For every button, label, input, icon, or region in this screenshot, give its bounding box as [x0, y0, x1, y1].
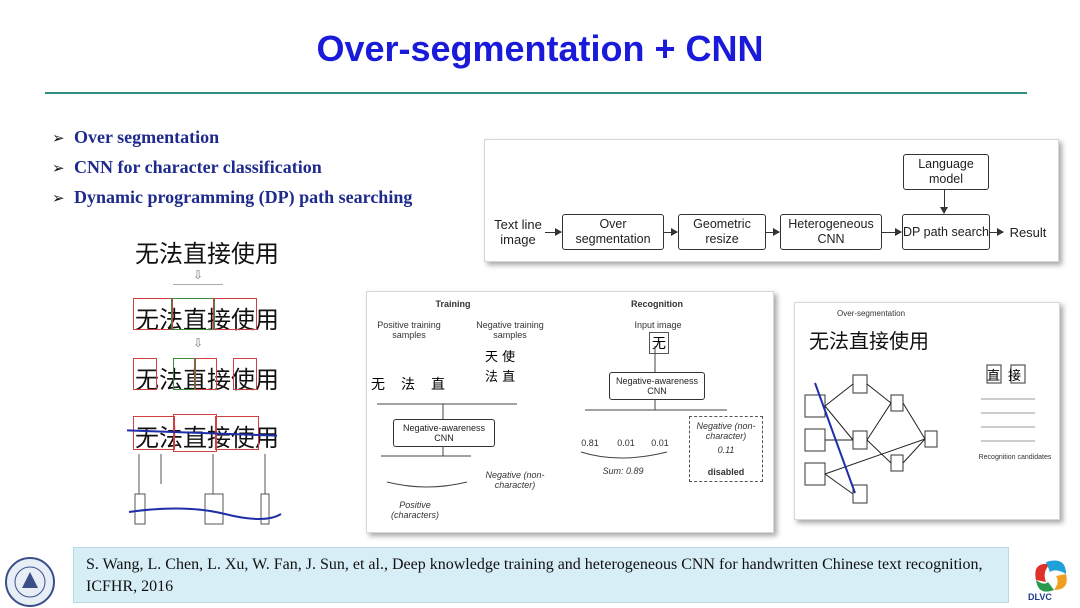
prob-value: 0.81	[581, 438, 599, 448]
divider	[173, 284, 223, 285]
segmentation-lattice	[128, 454, 282, 525]
bullet-text: Dynamic programming (DP) path searching	[74, 187, 413, 207]
candidates-label: Recognition candidates	[978, 454, 1052, 461]
cnn-box-right: Negative-awareness CNN	[609, 372, 705, 400]
flow-arrow	[881, 226, 902, 238]
down-arrow-icon: ⇩	[193, 336, 204, 350]
input-char: 无	[649, 332, 669, 354]
negative-samples-label: Negative training samples	[476, 320, 544, 340]
negative-disabled-box: Negative (non-character) 0.11 disabled	[689, 416, 763, 482]
input-image-label: Input image	[634, 320, 682, 330]
boxed-line: 无法直接使用	[133, 298, 279, 334]
language-model-box: Language model	[903, 154, 989, 190]
bullet-text: CNN for character classification	[74, 157, 322, 177]
over-segmentation-figure: Over-segmentation 无法直接使用	[794, 302, 1060, 520]
flow-arrow	[765, 226, 780, 238]
handwritten-line: 无法直接使用	[135, 240, 279, 268]
training-heading: Training	[435, 299, 471, 309]
cnn-box-left: Negative-awareness CNN	[393, 419, 495, 447]
down-arrow-icon: ⇩	[193, 268, 204, 282]
conference-logo: DLVC	[1028, 560, 1067, 600]
arrow-bullet-icon: ➢	[52, 131, 65, 147]
citation-text: S. Wang, L. Chen, L. Xu, W. Fan, J. Sun,…	[86, 556, 983, 595]
positive-sample-chars: 无法直	[371, 377, 461, 393]
recognition-heading: Recognition	[631, 299, 683, 309]
negative-prob: 0.11	[717, 445, 735, 455]
dp-path-search-box: DP path search	[902, 214, 990, 250]
disabled-label: disabled	[707, 467, 745, 477]
pipeline-flowchart: Text line image Over segmentation Geomet…	[484, 139, 1059, 262]
bullet-item: ➢ Dynamic programming (DP) path searching	[52, 184, 412, 214]
negative-sample-chars: 天 使法 直	[485, 350, 516, 385]
bullet-list: ➢ Over segmentation ➢ CNN for character cl…	[52, 124, 412, 214]
sum-label: Sum: 0.89	[602, 466, 644, 476]
over-segmentation-box: Over segmentation	[562, 214, 664, 250]
arrow-bullet-icon: ➢	[52, 161, 65, 177]
candidate-chars: 直接	[987, 369, 1030, 384]
handwritten-line: 无法直接使用	[135, 424, 279, 452]
title-divider	[45, 92, 1027, 94]
prob-value: 0.01	[617, 438, 635, 448]
positive-samples-label: Positive training samples	[377, 320, 441, 340]
citation-box: S. Wang, L. Chen, L. Xu, W. Fan, J. Sun,…	[73, 547, 1009, 603]
bullet-item: ➢ CNN for character classification	[52, 154, 412, 184]
segmentation-illustration: 无法直接使用 ⇩ 无法直接使用 ⇩ 无法直接使用 无法直接使用	[125, 228, 285, 533]
overseg-title: Over-segmentation	[836, 309, 906, 318]
flow-arrow	[663, 226, 678, 238]
svg-text:DLVC: DLVC	[1028, 592, 1052, 600]
path-lattice	[804, 364, 1035, 504]
result-label: Result	[1009, 225, 1047, 240]
arrow-bullet-icon: ➢	[52, 191, 65, 207]
bullet-item: ➢ Over segmentation	[52, 124, 412, 154]
flow-arrow	[989, 226, 1004, 238]
geometric-resize-box: Geometric resize	[678, 214, 766, 250]
flow-arrow	[545, 226, 562, 238]
negative-label: Negative (non-character)	[696, 421, 756, 441]
boxed-line: 无法直接使用	[127, 414, 279, 454]
boxed-line: 无法直接使用	[133, 358, 279, 394]
flow-arrow	[938, 189, 950, 214]
prob-value: 0.01	[651, 438, 669, 448]
university-seal-logo	[5, 557, 55, 607]
handwritten-line: 无法直接使用	[809, 329, 929, 353]
training-recognition-figure: Training Recognition Positive training s…	[366, 291, 774, 533]
bullet-text: Over segmentation	[74, 127, 220, 147]
negative-left-label: Negative (non-character)	[485, 470, 545, 490]
heterogeneous-cnn-box: Heterogeneous CNN	[780, 214, 882, 250]
slide-title: Over-segmentation + CNN	[316, 28, 764, 69]
input-label: Text line image	[494, 217, 542, 247]
positive-left-label: Positive (characters)	[390, 500, 439, 520]
